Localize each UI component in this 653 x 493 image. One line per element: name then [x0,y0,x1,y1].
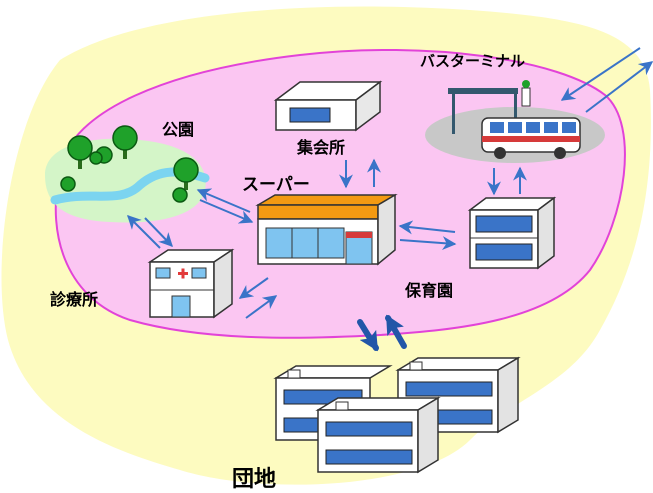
arrow-external-to-bus [560,47,641,101]
housing-complex [273,356,521,474]
arrow-park-to-clinic [144,217,173,248]
tree-icon [112,125,138,159]
nursery [467,196,557,270]
supermarket-label: スーパー [242,175,310,195]
clinic-label: 診療所 [50,290,98,309]
nursery-label: 保育園 [404,281,453,300]
supermarket [255,193,398,266]
tree-icon [173,157,199,190]
tree-icon [60,176,188,203]
arrow-super-to-nursery [399,236,457,251]
park-label: 公園 [162,120,194,139]
housing-label: 団地 [232,467,276,492]
arrow-clinic-to-park [127,215,161,249]
arrow-super-to-park [196,188,251,213]
tree-icon [89,146,113,165]
park [45,125,210,223]
arrow-park-to-super [199,199,254,224]
community-hall [273,80,383,132]
clinic [147,248,235,319]
community-hall-label: 集会所 [296,138,345,157]
bus-terminal [425,80,605,163]
arrow-nursery-to-super [398,220,456,235]
arrow-neighborhood-to-housing [357,319,379,352]
bus-terminal-label: バスターミナル [420,52,525,70]
arrow-housing-to-neighborhood [385,314,407,349]
tree-icon [67,135,93,169]
arrow-super-to-clinic [238,277,269,299]
arrow-bus-to-external [585,61,653,113]
bus-icon [481,117,581,159]
red-cross-icon [178,268,188,279]
connection-arrows [127,47,653,319]
arrow-clinic-to-super [245,295,278,319]
housing-connection-arrows [357,314,407,352]
